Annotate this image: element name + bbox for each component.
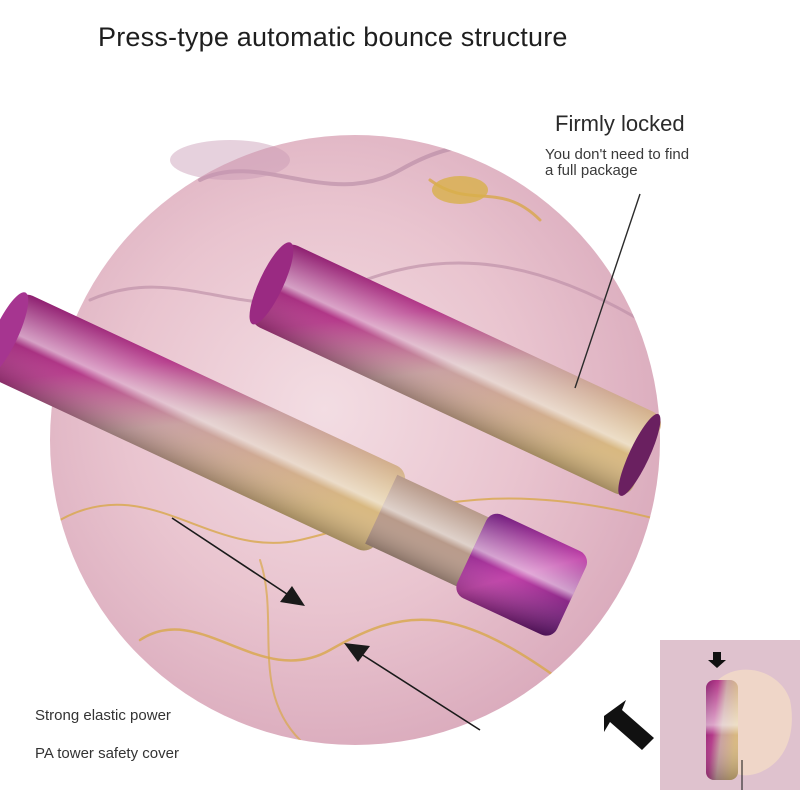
- callout-line: a full package: [545, 162, 638, 179]
- arrow-left-icon: [344, 643, 481, 731]
- feature-label-safety-cover: PA tower safety cover: [35, 745, 179, 762]
- callout-description: You don't need to find a full package: [545, 147, 689, 179]
- tube-body-open: [0, 292, 588, 636]
- arrow-right-icon: [171, 517, 305, 606]
- inset-hand-photo: [660, 640, 800, 790]
- callout-heading: Firmly locked: [555, 111, 685, 136]
- tube-cap-closed: [249, 242, 662, 496]
- feature-label-elastic: Strong elastic power: [35, 707, 171, 724]
- pointer-arrow-icon: [604, 700, 654, 750]
- callout-leader-line: [574, 193, 641, 389]
- callout-line: You don't need to find: [545, 146, 690, 163]
- page-title: Press-type automatic bounce structure: [98, 22, 568, 52]
